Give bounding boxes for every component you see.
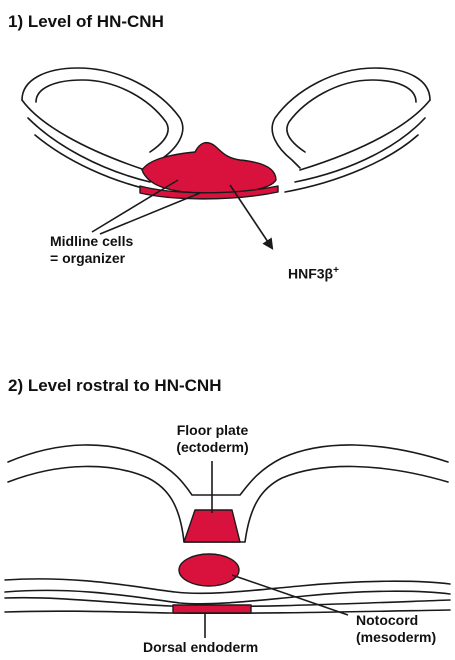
panel2-title: 2) Level rostral to HN-CNH — [8, 376, 221, 396]
midline-cells-line2: = organizer — [50, 250, 133, 267]
panel1-title: 1) Level of HN-CNH — [8, 12, 164, 32]
hnf3-beta-superscript: + — [333, 265, 339, 276]
hnf3-beta-text: HNF3β — [288, 266, 333, 282]
midline-cells-label: Midline cells = organizer — [50, 233, 133, 267]
notocord-label: Notocord (mesoderm) — [356, 612, 436, 646]
notocord-line1: Notocord — [356, 612, 436, 629]
floor-plate-label: Floor plate (ectoderm) — [165, 422, 260, 456]
right-endoderm-layer — [285, 135, 418, 192]
midline-pointer-line-2 — [100, 193, 200, 234]
left-neural-fold-outer — [22, 68, 183, 168]
midline-cells-line1: Midline cells — [50, 233, 133, 250]
left-ectoderm-layer — [22, 100, 145, 170]
dorsal-endoderm-label: Dorsal endoderm — [143, 639, 258, 656]
hnf3-beta-label: HNF3β+ — [288, 262, 339, 283]
panel2-diagram — [5, 445, 450, 638]
notochord — [179, 554, 239, 586]
floor-plate-line2: (ectoderm) — [165, 439, 260, 456]
right-mesoderm-layer — [295, 118, 425, 182]
notocord-line2: (mesoderm) — [356, 629, 436, 646]
floor-plate — [184, 510, 240, 542]
midline-pointer-line-1 — [92, 180, 178, 232]
dorsal-endoderm-band — [173, 605, 251, 613]
left-mesoderm-layer — [28, 118, 150, 182]
organizer-midline-cells — [142, 143, 276, 194]
floor-plate-line1: Floor plate — [165, 422, 260, 439]
panel1-diagram — [22, 68, 430, 248]
